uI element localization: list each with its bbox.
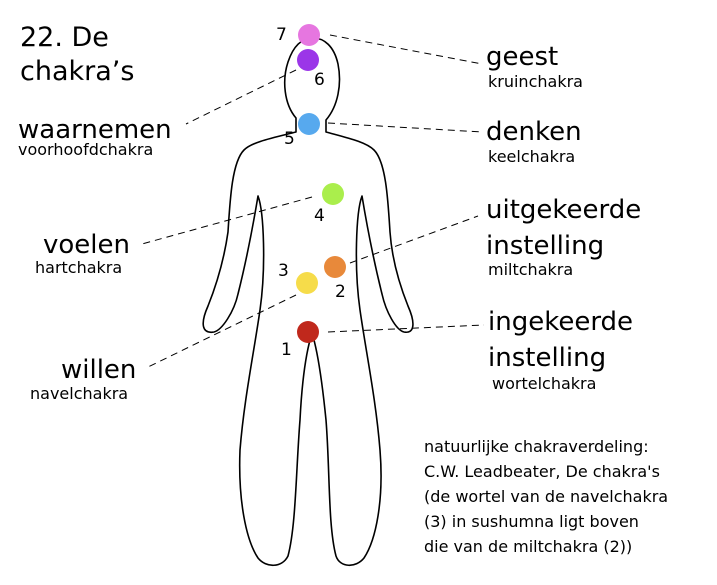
connector-voelen bbox=[141, 196, 313, 245]
connector-lines bbox=[141, 34, 485, 369]
body-outline bbox=[202, 37, 414, 567]
chakra-circle-3 bbox=[296, 272, 318, 294]
chakra-circles bbox=[296, 24, 346, 343]
label-willen: willen bbox=[61, 355, 137, 385]
label-hartchakra: hartchakra bbox=[35, 258, 123, 277]
chakra-number-2: 2 bbox=[335, 282, 346, 302]
note-line-4: (3) in sushumna ligt boven bbox=[424, 512, 639, 531]
chakra-circle-2 bbox=[324, 256, 346, 278]
chakra-circle-5 bbox=[298, 113, 320, 135]
connector-denken bbox=[327, 122, 483, 133]
chakra-circle-6 bbox=[297, 49, 319, 71]
diagram-title-line2: chakra’s bbox=[20, 56, 135, 87]
chakra-number-3: 3 bbox=[278, 261, 289, 281]
note-line-5: die van de miltchakra (2)) bbox=[424, 537, 633, 556]
label-waarnemen: waarnemen bbox=[18, 115, 172, 145]
connector-geest bbox=[329, 34, 483, 65]
chakra-number-5: 5 bbox=[284, 129, 295, 149]
label-denken: denken bbox=[486, 117, 582, 147]
label-geest: geest bbox=[486, 42, 559, 72]
label-navelchakra: navelchakra bbox=[30, 384, 129, 403]
connector-ingekeerde bbox=[327, 324, 485, 333]
label-voelen: voelen bbox=[43, 230, 130, 260]
label-uitgekeerde: uitgekeerde bbox=[486, 195, 642, 225]
note-line-1: natuurlijke chakraverdeling: bbox=[424, 437, 649, 456]
label-miltchakra: miltchakra bbox=[488, 260, 574, 279]
label-uitgekeerde-instelling: instelling bbox=[486, 231, 605, 261]
chakra-circle-4 bbox=[322, 183, 344, 205]
label-ingekeerde: ingekeerde bbox=[488, 307, 634, 337]
chakra-number-1: 1 bbox=[281, 340, 292, 360]
chakra-number-6: 6 bbox=[314, 70, 325, 90]
label-voorhoofdchakra: voorhoofdchakra bbox=[18, 140, 154, 159]
chakra-number-7: 7 bbox=[276, 25, 287, 45]
chakra-number-4: 4 bbox=[314, 206, 325, 226]
connector-uitgekeerde bbox=[349, 215, 479, 264]
diagram-title-line1: 22. De bbox=[20, 22, 109, 53]
label-wortelchakra: wortelchakra bbox=[492, 374, 597, 393]
chakra-circle-1 bbox=[297, 321, 319, 343]
chakra-circle-7 bbox=[298, 24, 320, 46]
note-line-3: (de wortel van de navelchakra bbox=[424, 487, 669, 506]
connector-waarnemen bbox=[185, 69, 297, 125]
connector-willen bbox=[145, 294, 297, 369]
label-kruinchakra: kruinchakra bbox=[488, 72, 583, 91]
label-keelchakra: keelchakra bbox=[488, 147, 576, 166]
note-line-2: C.W. Leadbeater, De chakra's bbox=[424, 462, 660, 481]
label-ingekeerde-instelling: instelling bbox=[488, 343, 607, 373]
